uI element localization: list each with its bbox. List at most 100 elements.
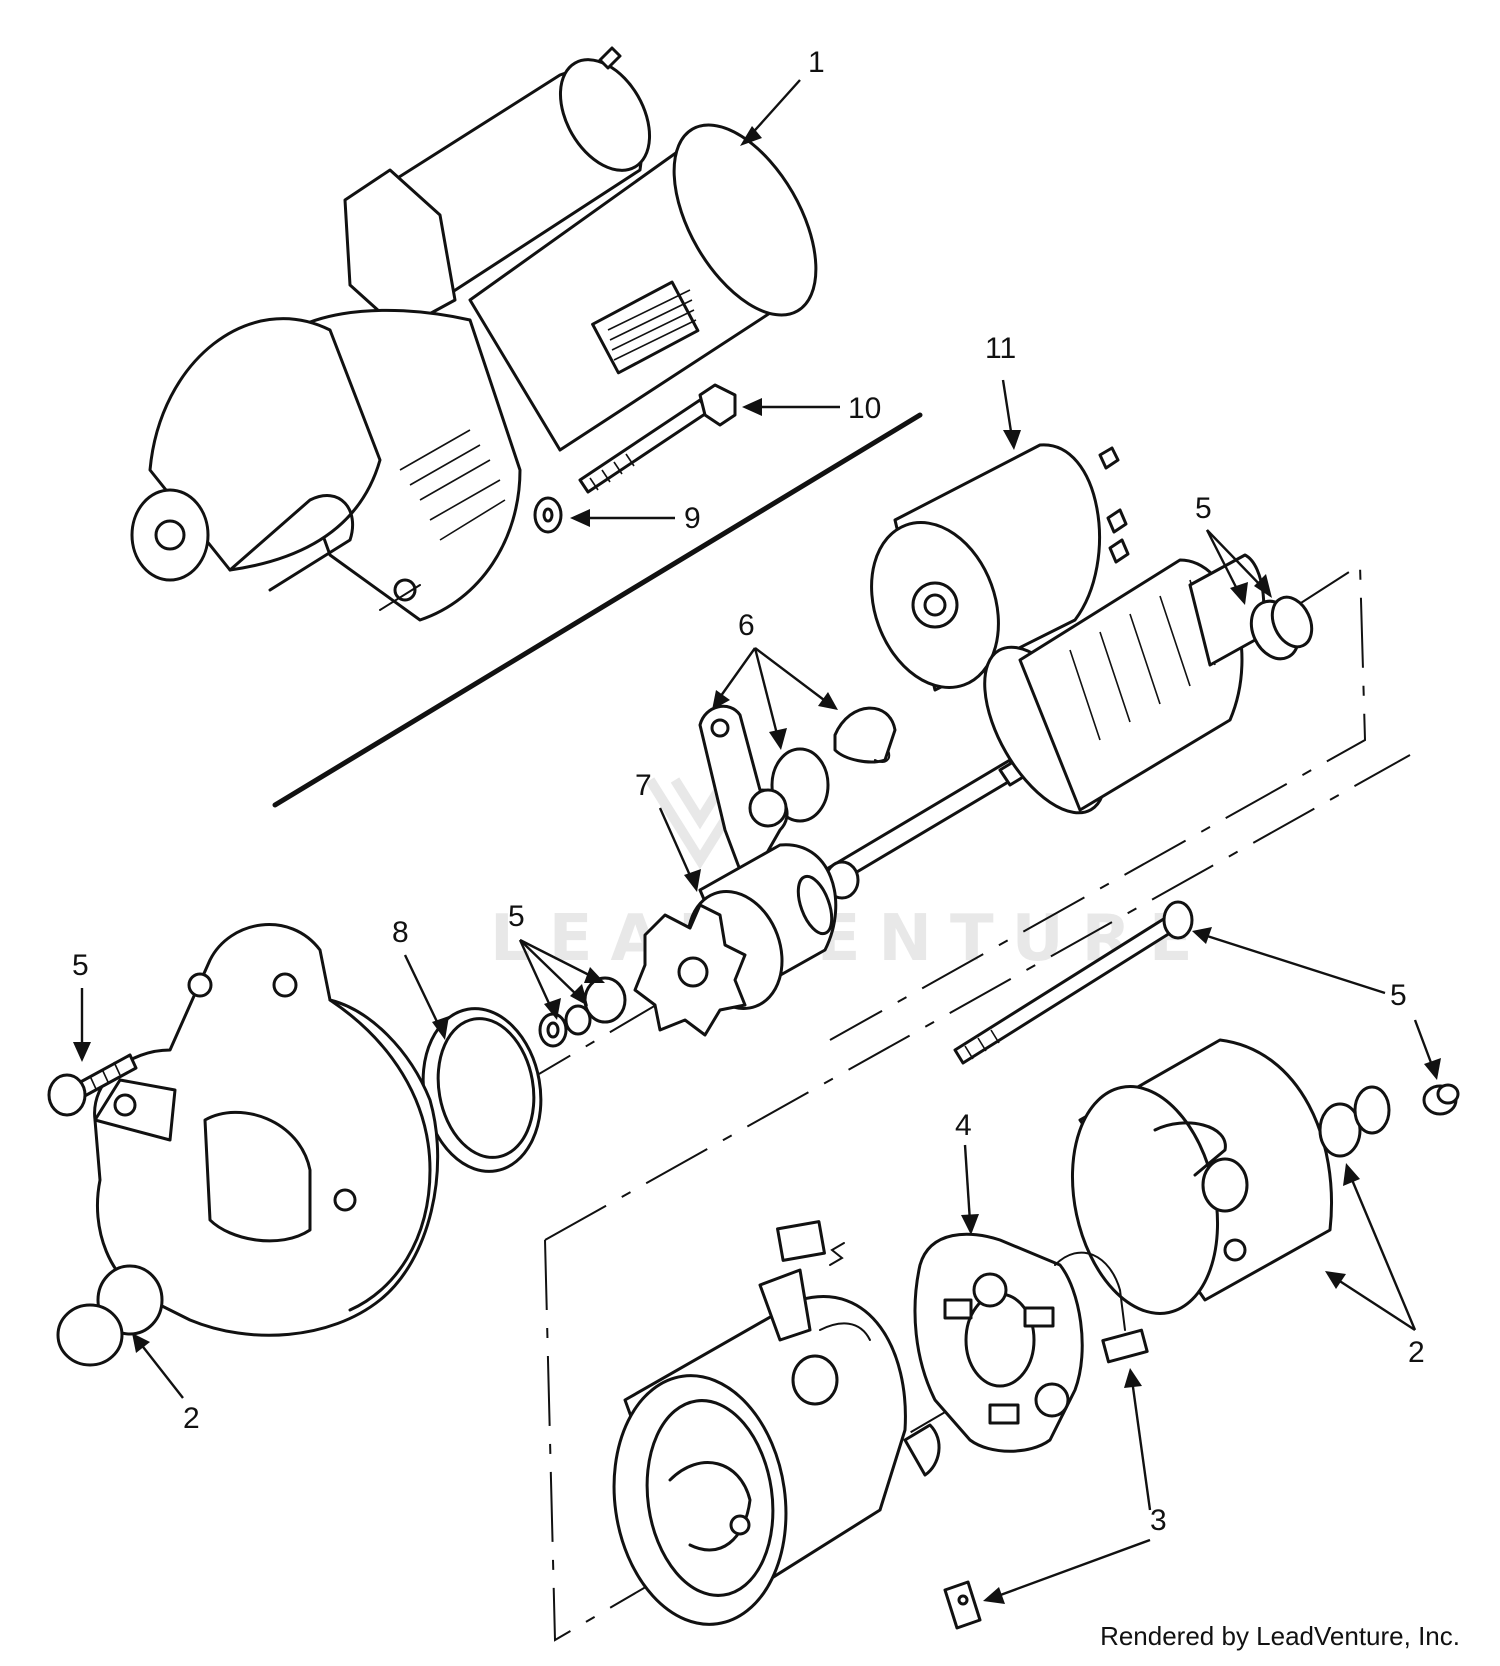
shift-lever-boss	[748, 788, 788, 828]
brush	[943, 1328, 1149, 1630]
through-bolt	[953, 900, 1194, 1065]
brush-lead-wire	[1054, 1251, 1126, 1331]
mounting-hole	[393, 578, 417, 602]
callout-5-collar: 5	[508, 900, 525, 933]
brush-block-bottom-hole	[957, 1594, 969, 1606]
leader-8	[403, 954, 442, 1029]
armature-slots	[1069, 579, 1216, 741]
field-mount-ear	[903, 1423, 941, 1477]
arrowhead-9	[570, 509, 590, 527]
arrowhead-5-bearing-a	[1230, 582, 1248, 605]
front-bushing-cap	[56, 1303, 124, 1367]
seal	[421, 1007, 543, 1173]
field-frame-window	[791, 1354, 839, 1406]
brush-holder	[913, 1232, 1126, 1453]
callout-4: 4	[955, 1109, 972, 1142]
brush-spring-bottom	[1034, 1382, 1070, 1418]
stop-ring-a	[583, 976, 627, 1024]
watermark: LEADVENTURE	[490, 777, 1211, 976]
arrowhead-6-a	[712, 690, 730, 710]
leader-lines	[73, 79, 1441, 1604]
brush-block-right	[1101, 1328, 1149, 1364]
small-nut-top	[1436, 1083, 1460, 1105]
arrowhead-6-b	[769, 728, 787, 750]
brush-box-b	[1023, 1306, 1055, 1328]
pinion-gear-bore	[677, 956, 709, 988]
field-frame	[612, 1220, 941, 1626]
drive-clutch	[633, 704, 838, 1037]
solenoid-terminal-c-icon	[1108, 538, 1130, 564]
arrowhead-2-left	[132, 1333, 150, 1353]
field-terminal-lug	[776, 1220, 826, 1262]
solenoid-bracket	[343, 168, 457, 332]
screw-left	[47, 1053, 138, 1117]
housing-ribs	[399, 429, 506, 541]
through-bolt-head	[1162, 900, 1194, 940]
rear-bushing-collar	[1318, 1102, 1362, 1158]
arrowhead-5-collar-c	[584, 967, 605, 983]
arrowhead-1	[740, 126, 762, 146]
screw-threads	[89, 1061, 121, 1090]
leader-3-b	[994, 1538, 1151, 1599]
callout-8: 8	[392, 916, 409, 949]
front-housing-hole-b	[272, 972, 298, 998]
front-housing-hole-a	[187, 972, 213, 998]
solenoid-plunger-tip	[923, 593, 947, 617]
leader-6-c	[754, 647, 829, 704]
lever-bushing-kit	[770, 706, 897, 823]
brush-box-a	[943, 1298, 973, 1320]
callout-5-screw: 5	[72, 949, 89, 982]
leader-5-collar-b	[519, 939, 581, 999]
small-nut	[1422, 1083, 1460, 1116]
armature-bearing-inner	[1270, 595, 1314, 649]
leader-6-a	[717, 647, 756, 701]
leader-6-b	[753, 647, 780, 739]
shift-lever-pivot	[710, 718, 730, 738]
leader-7	[658, 807, 694, 881]
callout-7: 7	[635, 769, 652, 802]
callout-3: 3	[1150, 1504, 1167, 1537]
front-housing-hole-d	[333, 1188, 357, 1212]
armature-axis	[829, 563, 1367, 1041]
arrowhead-11	[1003, 430, 1021, 450]
arrowhead-5-collar-b	[570, 984, 588, 1006]
field-pole-shoe	[668, 1461, 752, 1552]
solenoid	[870, 443, 1130, 692]
arrowhead-2-right-b	[1325, 1271, 1346, 1289]
solenoid-end-cap	[558, 58, 652, 172]
rear-bushing-cap	[1353, 1085, 1391, 1135]
arrowhead-10	[742, 398, 762, 416]
arrowhead-5-through-bolt	[1192, 927, 1212, 944]
stop-ring-b	[564, 1004, 592, 1036]
section-divider	[272, 412, 923, 808]
arrowhead-8	[432, 1016, 449, 1040]
callout-6: 6	[738, 609, 755, 642]
stop-ring-c-hole	[546, 1021, 560, 1039]
solenoid-terminal-b-icon	[1106, 508, 1128, 534]
callout-1: 1	[808, 46, 825, 79]
brush-box-c	[988, 1403, 1020, 1425]
field-frame-inner	[645, 1399, 775, 1597]
leader-4	[963, 1144, 972, 1223]
rear-end-frame-tab	[1153, 1121, 1227, 1177]
screw-head	[47, 1073, 87, 1117]
motor-end-cover	[672, 123, 818, 317]
pinion-stop-collar	[538, 976, 627, 1048]
bolt	[578, 383, 737, 494]
washer	[533, 496, 563, 534]
arrowhead-5-screw	[73, 1042, 91, 1062]
leader-5-collar-a	[518, 939, 554, 1011]
leader-2-right-a	[1348, 1174, 1417, 1331]
drive-housing-nose	[148, 317, 382, 572]
leader-2-right-b	[1334, 1276, 1416, 1332]
arrowhead-3-a	[1124, 1368, 1142, 1388]
seal-inner	[436, 1017, 536, 1159]
callout-10: 10	[848, 392, 881, 425]
front-housing-rim	[328, 998, 432, 1312]
leader-5-bearing-b	[1206, 529, 1266, 591]
rear-end-frame-hole	[1223, 1238, 1247, 1262]
watermark-text: LEADVENTURE	[490, 902, 1211, 976]
front-housing-cast-detail	[203, 1110, 312, 1243]
solenoid-terminal-icon	[598, 46, 622, 70]
